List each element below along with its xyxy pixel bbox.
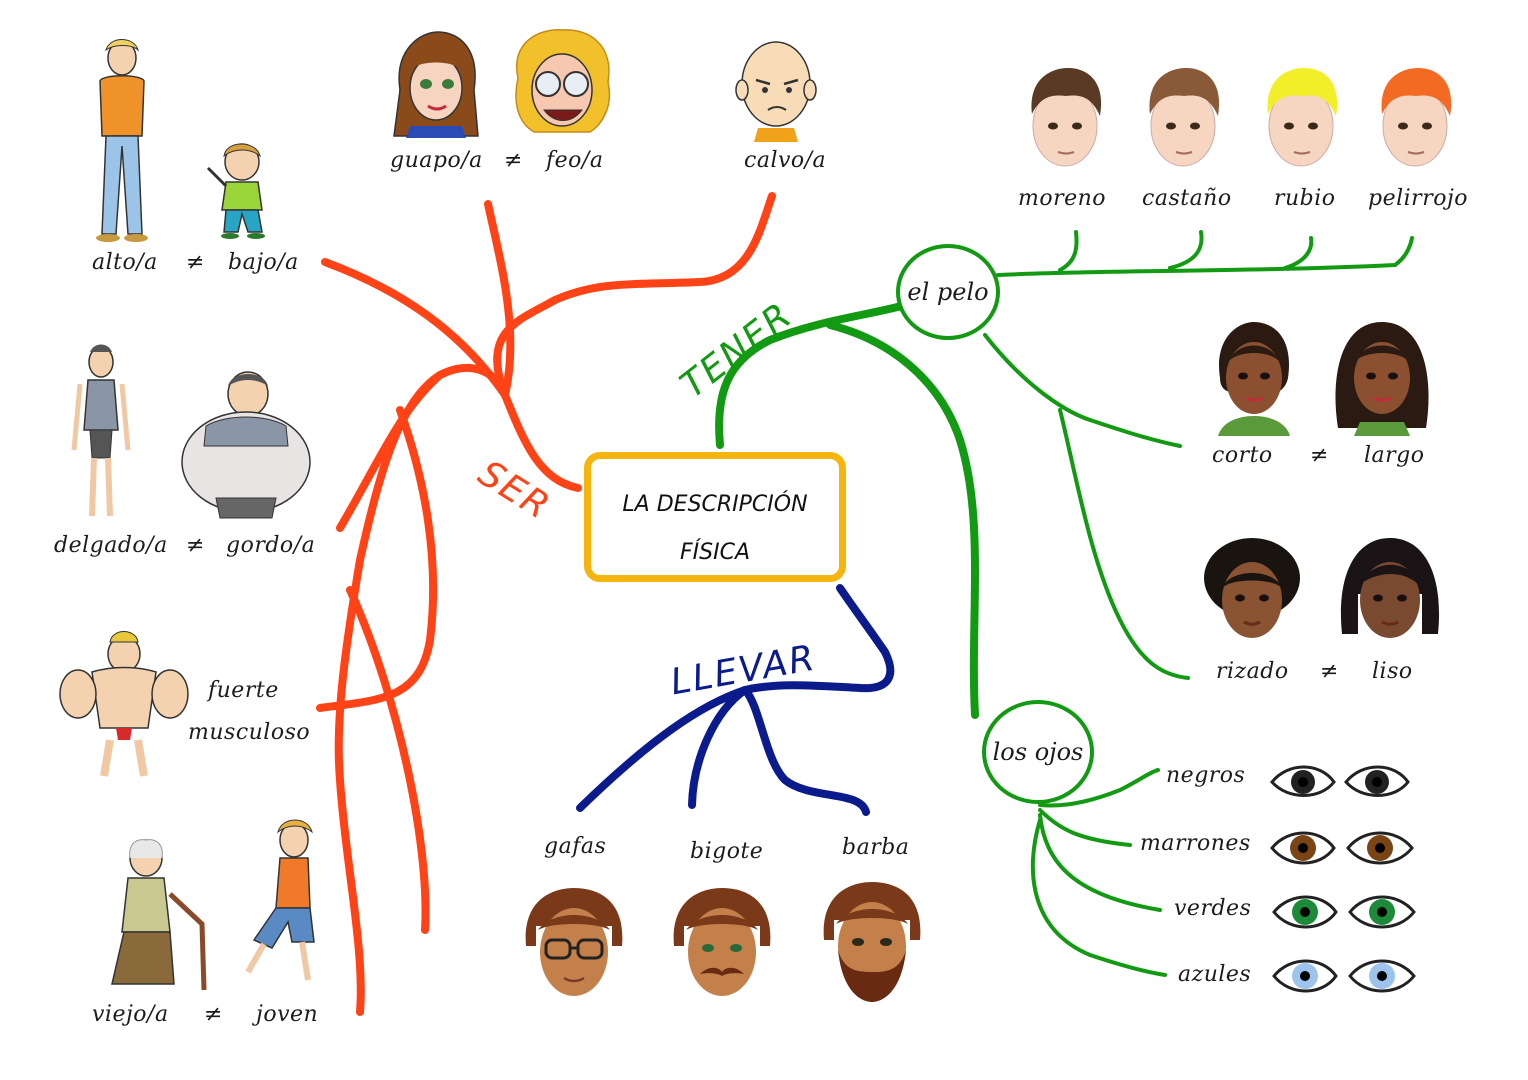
center-title: LA DESCRIPCIÓN FÍSICA <box>591 481 839 577</box>
face-hair-icon <box>1022 64 1108 180</box>
person-thin-icon <box>66 340 136 526</box>
word-azules: azules <box>1178 962 1252 987</box>
not-equal-sign: ≠ <box>186 250 205 275</box>
person-tall-icon <box>72 36 172 246</box>
eye-icon <box>1268 758 1412 804</box>
face-moustache-icon <box>670 886 774 1006</box>
ser-branch <box>316 192 776 1016</box>
person-strong-icon <box>52 628 192 784</box>
word-delgado: delgado/a <box>54 533 168 558</box>
word-bigote: bigote <box>690 839 764 864</box>
word-feo: feo/a <box>546 148 604 173</box>
face-hair-icon <box>1336 534 1444 656</box>
word-guapo: guapo/a <box>390 148 483 173</box>
face-hair-icon <box>1330 318 1434 436</box>
not-equal-sign: ≠ <box>1310 443 1329 468</box>
person-young-icon <box>232 812 334 994</box>
eye-icon <box>1270 952 1418 1000</box>
face-bald-icon <box>734 36 818 144</box>
not-equal-sign: ≠ <box>186 533 205 558</box>
face-hair-icon <box>1140 64 1226 180</box>
center-node: LA DESCRIPCIÓN FÍSICA <box>584 452 846 582</box>
not-equal-sign: ≠ <box>204 1002 223 1027</box>
center-title-line1: LA DESCRIPCIÓN <box>622 492 808 517</box>
word-pelirrojo: pelirrojo <box>1368 186 1469 211</box>
word-corto: corto <box>1212 443 1273 468</box>
word-calvo: calvo/a <box>744 148 827 173</box>
word-viejo: viejo/a <box>92 1002 169 1027</box>
word-gordo: gordo/a <box>226 533 316 558</box>
eye-icon <box>1270 888 1418 936</box>
word-moreno: moreno <box>1018 186 1107 211</box>
word-gafas: gafas <box>544 834 607 859</box>
word-rizado: rizado <box>1216 659 1289 684</box>
face-hair-icon <box>1372 64 1458 180</box>
word-verdes: verdes <box>1174 896 1252 921</box>
word-joven: joven <box>256 1002 319 1027</box>
pelo-label: el pelo <box>907 278 989 306</box>
face-pretty-icon <box>390 30 482 138</box>
word-barba: barba <box>842 835 910 860</box>
llevar-branch <box>576 584 895 816</box>
not-equal-sign: ≠ <box>504 148 523 173</box>
ojos-label: los ojos <box>992 738 1084 766</box>
word-negros: negros <box>1166 763 1246 788</box>
face-hair-icon <box>1200 534 1304 656</box>
pelo-node: el pelo <box>896 244 1000 340</box>
word-castano: castaño <box>1142 186 1232 211</box>
eye-icon <box>1268 824 1416 872</box>
person-old-icon <box>92 834 216 994</box>
word-largo: largo <box>1364 443 1425 468</box>
center-title-line2: FÍSICA <box>679 540 750 565</box>
face-hair-icon <box>1258 64 1344 180</box>
word-bajo: bajo/a <box>228 250 299 275</box>
word-musculoso: musculoso <box>188 720 311 745</box>
face-hair-icon <box>1208 318 1298 436</box>
person-fat-icon <box>176 366 316 526</box>
word-alto: alto/a <box>92 250 158 275</box>
tener-branch <box>715 230 1414 977</box>
word-rubio: rubio <box>1274 186 1336 211</box>
word-marrones: marrones <box>1140 831 1251 856</box>
person-short-icon <box>190 138 286 242</box>
not-equal-sign: ≠ <box>1320 659 1339 684</box>
face-ugly-icon <box>510 28 614 140</box>
word-fuerte: fuerte <box>208 678 279 703</box>
face-beard-icon <box>820 880 924 1004</box>
face-glasses-icon <box>522 886 626 1006</box>
word-liso: liso <box>1372 659 1413 684</box>
ojos-node: los ojos <box>982 700 1094 804</box>
